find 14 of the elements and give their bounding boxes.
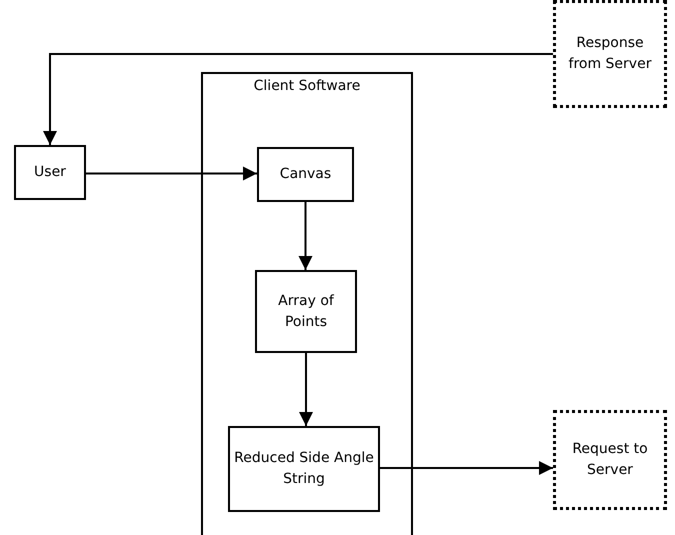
container-title: Client Software [252,77,362,96]
process-box [14,145,86,200]
box-label: Response from Server [568,34,652,74]
process-box [255,270,357,353]
box-label: Request to Server [571,440,649,480]
process-box [257,147,354,202]
box-label: Array of Points [277,292,335,332]
process-box [228,426,380,512]
process-box [553,410,667,510]
box-label: Canvas [280,165,332,184]
process-box [553,0,667,108]
box-label: Reduced Side Angle String [233,449,375,489]
box-label: User [34,163,66,182]
software-container [201,72,413,535]
